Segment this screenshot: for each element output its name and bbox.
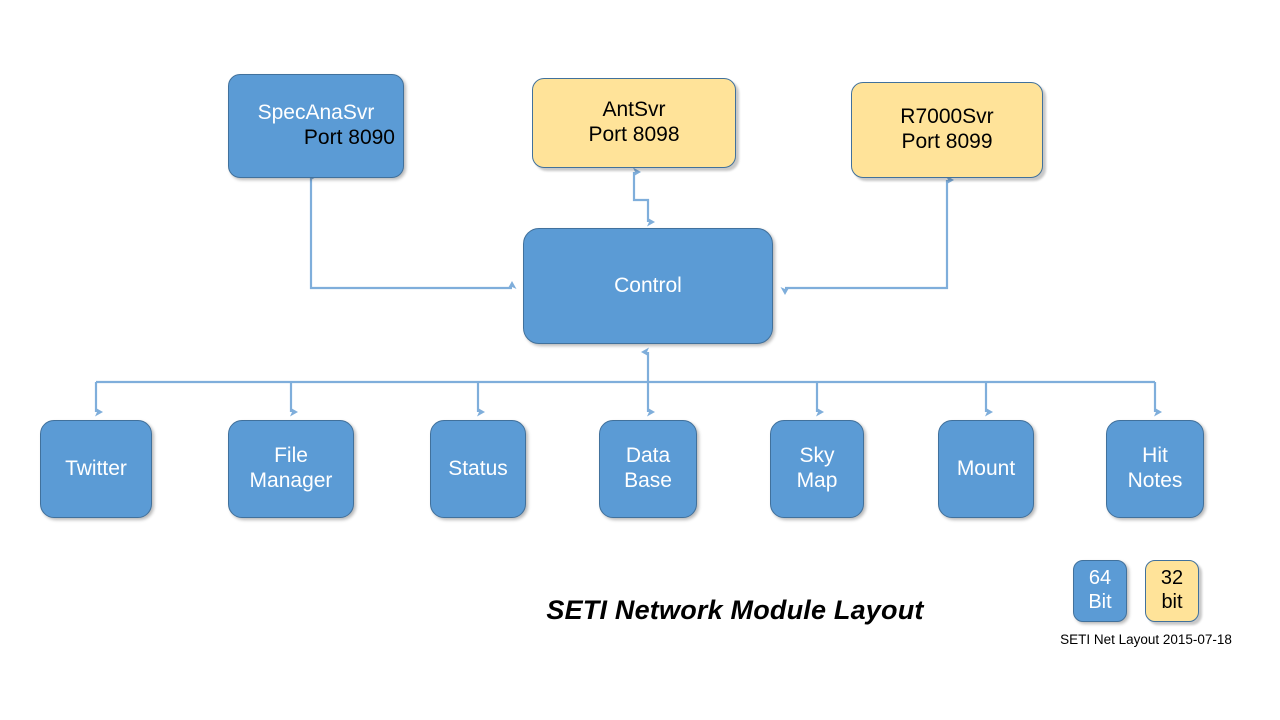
- hit-notes-label-line2: Notes: [1127, 469, 1183, 492]
- file-manager-label-line2: Manager: [249, 469, 333, 492]
- antsvr-port: Port 8098: [588, 123, 680, 146]
- footer-note: SETI Net Layout 2015-07-18: [1060, 632, 1232, 647]
- status-label-line1: Status: [448, 456, 508, 480]
- node-sky-map[interactable]: Sky Map: [770, 420, 864, 518]
- connector-r7000svr-control: [780, 175, 954, 295]
- node-twitter[interactable]: Twitter: [40, 420, 152, 518]
- sky-map-label-line1: Sky: [799, 444, 835, 468]
- legend-32-bit: 32 bit: [1145, 560, 1199, 622]
- legend-64-bit-line2: Bit: [1088, 591, 1112, 613]
- node-file-manager[interactable]: File Manager: [228, 420, 354, 518]
- control-label: Control: [614, 273, 682, 297]
- node-mount[interactable]: Mount: [938, 420, 1034, 518]
- connector-specanasvr-control: [309, 171, 517, 290]
- node-data-base[interactable]: Data Base: [599, 420, 697, 518]
- connector-antsvr-control: [632, 167, 655, 227]
- node-specanasvr[interactable]: SpecAnaSvr Port 8090: [228, 74, 404, 178]
- node-control[interactable]: Control: [523, 228, 773, 344]
- data-base-label-line2: Base: [624, 469, 672, 492]
- legend-64-bit: 64 Bit: [1073, 560, 1127, 622]
- specanasvr-port: Port 8090: [303, 126, 395, 149]
- hit-notes-label-line1: Hit: [1142, 444, 1168, 468]
- data-base-label-line1: Data: [625, 444, 671, 468]
- node-hit-notes[interactable]: Hit Notes: [1106, 420, 1204, 518]
- r7000svr-port: Port 8099: [901, 130, 993, 153]
- legend-32-bit-line1: 32: [1160, 567, 1184, 590]
- sky-map-label-line2: Map: [796, 469, 838, 492]
- antsvr-name: AntSvr: [602, 98, 666, 122]
- node-status[interactable]: Status: [430, 420, 526, 518]
- node-antsvr[interactable]: AntSvr Port 8098: [532, 78, 736, 168]
- node-r7000svr[interactable]: R7000Svr Port 8099: [851, 82, 1043, 178]
- legend-64-bit-line1: 64: [1088, 567, 1112, 590]
- specanasvr-name: SpecAnaSvr: [257, 101, 375, 125]
- page-title: SETI Network Module Layout: [546, 595, 924, 625]
- mount-label-line1: Mount: [956, 456, 1016, 480]
- legend-32-bit-line2: bit: [1161, 591, 1183, 613]
- file-manager-label-line1: File: [274, 444, 308, 468]
- r7000svr-name: R7000Svr: [900, 105, 994, 129]
- twitter-label-line1: Twitter: [65, 456, 127, 480]
